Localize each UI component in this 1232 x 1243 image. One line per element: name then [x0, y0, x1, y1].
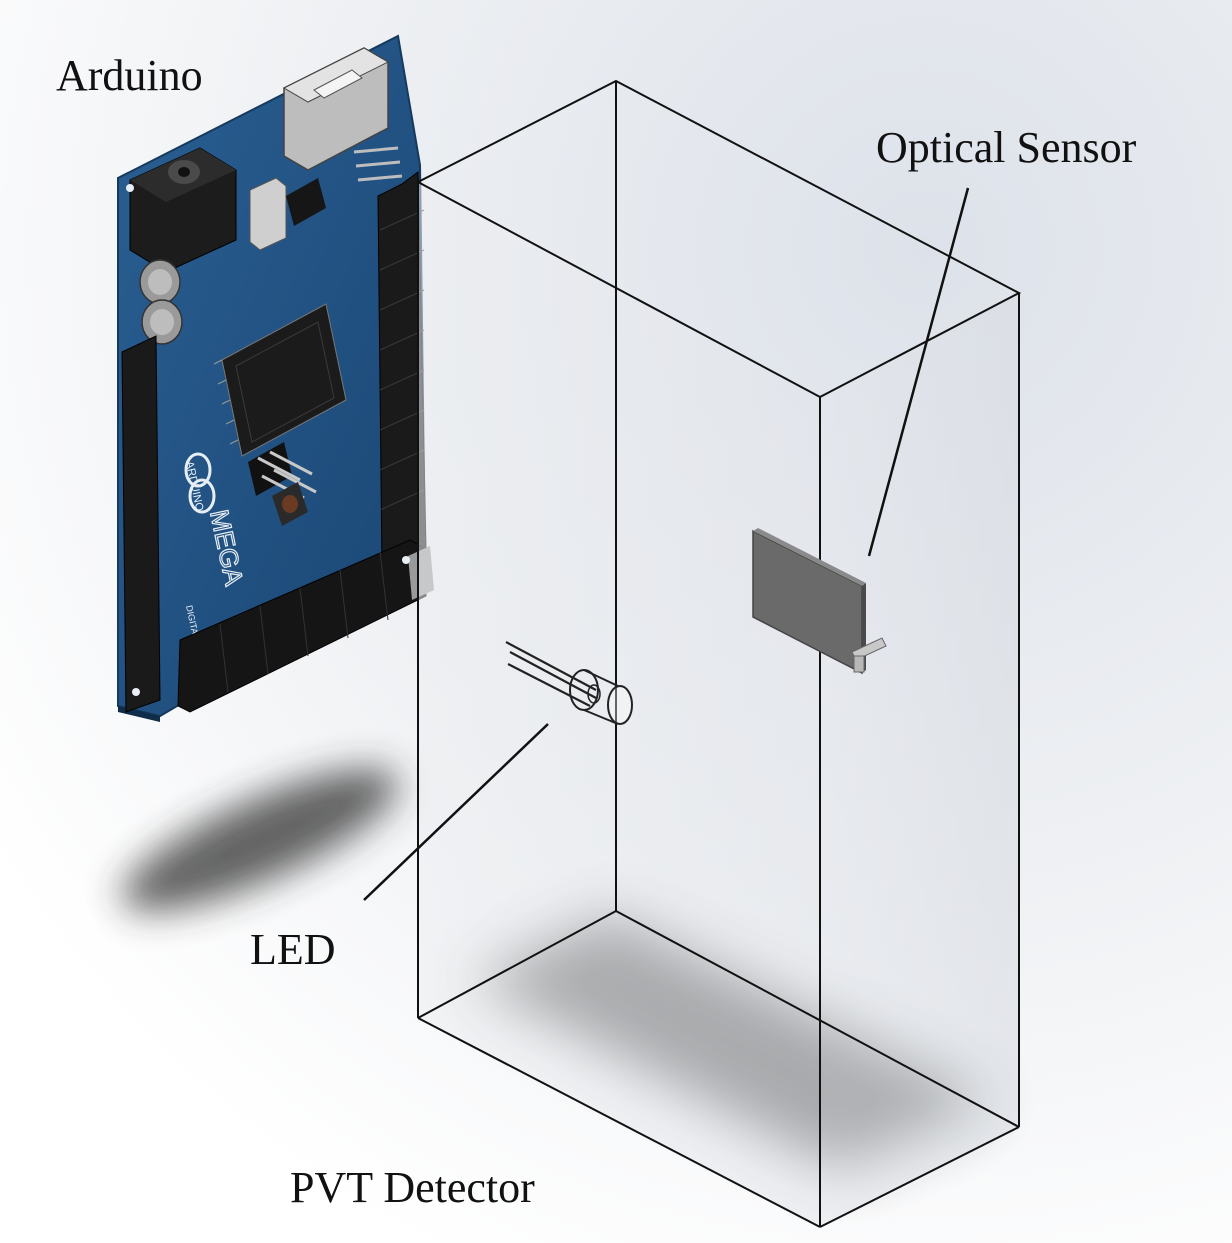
box-front-right-face	[820, 293, 1019, 1227]
mounting-holes	[126, 184, 410, 696]
left-header	[121, 335, 161, 713]
leader-lines	[363, 187, 970, 901]
optical-sensor	[752, 528, 887, 675]
led	[505, 641, 633, 725]
usb-chip	[286, 178, 326, 226]
arduino-shadow	[122, 768, 398, 912]
microcontroller	[213, 303, 347, 457]
right-header-pins	[379, 209, 425, 511]
capacitors	[139, 259, 183, 345]
led-leader	[363, 723, 549, 901]
box-hidden-edges	[417, 81, 1020, 1128]
reset-button	[272, 482, 308, 526]
arduino-board: ARDUINO MEGA DIGITAL	[117, 34, 434, 722]
pvt-detector-box	[415, 79, 1022, 1228]
optical-sensor-leader	[867, 187, 970, 557]
optical-sensor-label: Optical Sensor	[876, 123, 1137, 172]
icsp-header	[248, 442, 317, 500]
usb-connector	[282, 47, 390, 171]
box-edges	[415, 79, 1022, 1228]
pvt-detector-label: PVT Detector	[290, 1163, 535, 1212]
bottom-header-pins	[219, 551, 389, 693]
crystal	[249, 177, 287, 251]
top-pins	[353, 146, 403, 182]
led-label: LED	[250, 925, 336, 974]
board-logo	[184, 452, 216, 514]
arduino-label: Arduino	[56, 51, 203, 100]
power-jack	[129, 147, 237, 273]
